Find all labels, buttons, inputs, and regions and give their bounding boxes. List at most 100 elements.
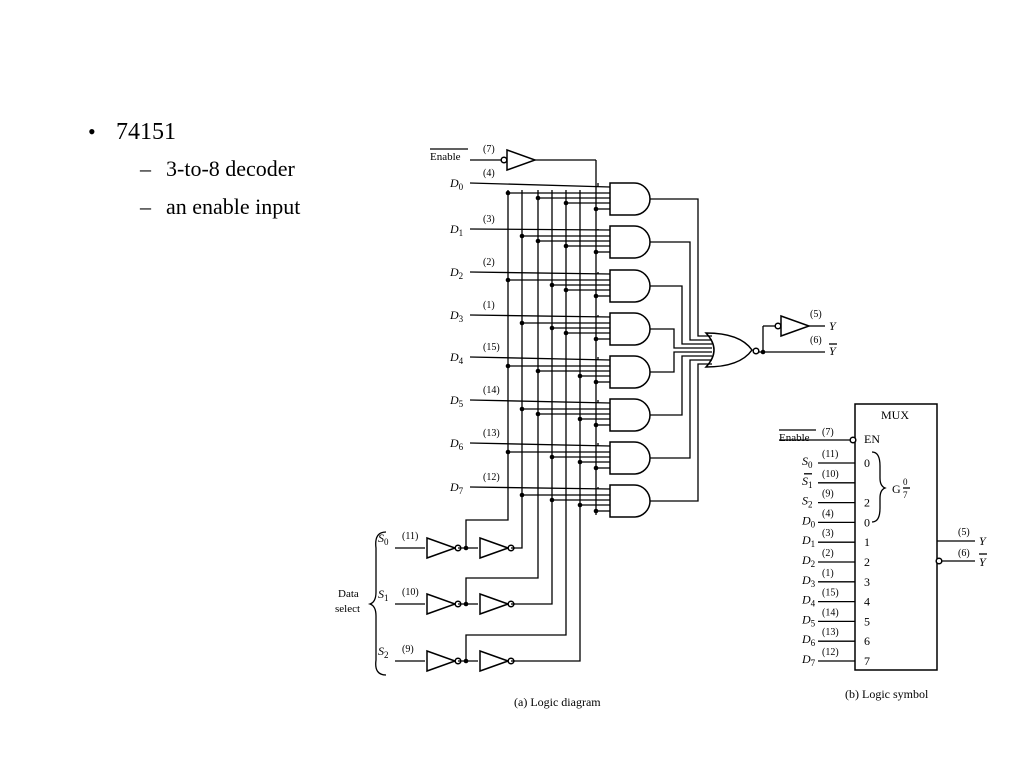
sub-bullet-text: an enable input <box>166 194 301 219</box>
select-label-s0: S0 <box>378 531 389 547</box>
inversion-bubble <box>935 557 943 565</box>
junction-dot <box>519 492 525 498</box>
data-input-wire <box>469 399 611 404</box>
and-to-or-wire <box>650 198 712 337</box>
select-label-s2: S2 <box>378 644 389 660</box>
enable-pin: (7) <box>483 144 495 155</box>
data-select-label-1: Data <box>338 588 359 600</box>
slide-bullets: • 74151 – 3-to-8 decoder – an enable inp… <box>88 118 300 220</box>
junction-dot <box>577 502 583 508</box>
symbol-inner-index: 3 <box>864 575 870 589</box>
s0-complement-line <box>465 190 509 548</box>
junction-dot <box>505 277 511 283</box>
sub-bullet-text: 3-to-8 decoder <box>166 156 295 181</box>
s2-true-line <box>513 190 581 662</box>
symbol-inner-index: 2 <box>864 496 870 510</box>
data-pin: (3) <box>483 214 495 225</box>
data-input-wire <box>469 271 611 275</box>
g-sub: 7 <box>903 490 908 500</box>
symbol-input-label: D3 <box>801 573 816 589</box>
symbol-y-label: Y <box>979 534 987 548</box>
data-pin: (2) <box>483 257 495 268</box>
g-brace <box>871 451 887 523</box>
junction-dot <box>505 190 511 196</box>
data-label-d5: D5 <box>449 393 464 409</box>
and-gate-5 <box>609 398 651 432</box>
junction-dot <box>549 325 555 331</box>
inversion-bubble <box>849 436 857 444</box>
junction-dot <box>593 379 599 385</box>
and-gate-4 <box>609 355 651 389</box>
symbol-inner-index: 2 <box>864 555 870 569</box>
data-label-d1: D1 <box>449 222 463 238</box>
logic-diagram-caption: (a) Logic diagram <box>514 695 601 709</box>
inversion-bubble <box>752 347 760 355</box>
s0-true-line <box>513 190 523 549</box>
bullet-dot-icon: • <box>88 119 96 144</box>
junction-dot <box>549 454 555 460</box>
data-pin: (4) <box>483 168 495 179</box>
select-pin: (11) <box>402 531 418 542</box>
data-label-d4: D4 <box>449 350 464 366</box>
symbol-inner-index: 0 <box>864 456 870 470</box>
select-inverter-1 <box>426 536 458 560</box>
symbol-inner-index: 6 <box>864 634 870 648</box>
select-inverter-1 <box>426 649 458 673</box>
data-label-d7: D7 <box>449 480 464 496</box>
symbol-input-label: D7 <box>801 652 816 668</box>
junction-dot <box>563 243 569 249</box>
junction-dot <box>577 373 583 379</box>
symbol-input-pin: (12) <box>822 647 839 658</box>
symbol-inner-index: 4 <box>864 595 870 609</box>
symbol-input-label: S0 <box>802 454 813 470</box>
junction-dot <box>593 206 599 212</box>
symbol-input-pin: (3) <box>822 528 834 539</box>
symbol-ybar-pin: (6) <box>958 548 970 559</box>
data-input-wire <box>469 486 611 490</box>
symbol-enable-label: Enable <box>779 432 810 444</box>
dash-icon: – <box>140 194 151 219</box>
symbol-input-label: S1 <box>802 474 813 490</box>
logic-symbol-caption: (b) Logic symbol <box>845 687 929 701</box>
junction-dot <box>563 287 569 293</box>
symbol-input-pin: (11) <box>822 449 838 460</box>
junction-dot <box>505 449 511 455</box>
and-gate-0 <box>609 182 651 216</box>
data-select-label-2: select <box>335 603 360 615</box>
sub-bullet: – an enable input <box>140 194 300 220</box>
symbol-input-label: S2 <box>802 494 813 510</box>
g-sup: 0 <box>903 477 908 487</box>
symbol-inner-index: 0 <box>864 515 870 529</box>
and-gate-7 <box>609 484 651 518</box>
symbol-input-pin: (4) <box>822 508 834 519</box>
s2-complement-line <box>465 190 567 661</box>
data-pin: (14) <box>483 385 500 396</box>
and-to-or-wire <box>650 351 712 373</box>
symbol-y-pin: (5) <box>958 527 970 538</box>
bullet-main: • 74151 <box>88 118 300 146</box>
mux-title: MUX <box>881 408 909 422</box>
bullet-main-text: 74151 <box>116 119 176 145</box>
symbol-input-pin: (13) <box>822 627 839 638</box>
data-label-d6: D6 <box>449 436 464 452</box>
data-input-wire <box>469 182 611 188</box>
junction-dot <box>535 411 541 417</box>
symbol-input-label: D1 <box>801 533 815 549</box>
symbol-input-pin: (1) <box>822 568 834 579</box>
select-inverter-1 <box>426 592 458 616</box>
sub-bullet: – 3-to-8 decoder <box>140 156 300 182</box>
junction-dot <box>593 508 599 514</box>
junction-dot <box>593 293 599 299</box>
junction-dot <box>549 497 555 503</box>
select-label-s1: S1 <box>378 587 389 603</box>
symbol-inner-index: 7 <box>864 654 870 668</box>
junction-dot <box>563 330 569 336</box>
select-pin: (9) <box>402 644 414 655</box>
junction-dot <box>549 282 555 288</box>
junction-dot <box>535 238 541 244</box>
symbol-enable-pin: (7) <box>822 427 834 438</box>
data-label-d2: D2 <box>449 265 463 281</box>
and-to-or-wire <box>650 355 712 416</box>
or-gate <box>704 332 753 368</box>
inversion-bubble <box>500 156 508 164</box>
